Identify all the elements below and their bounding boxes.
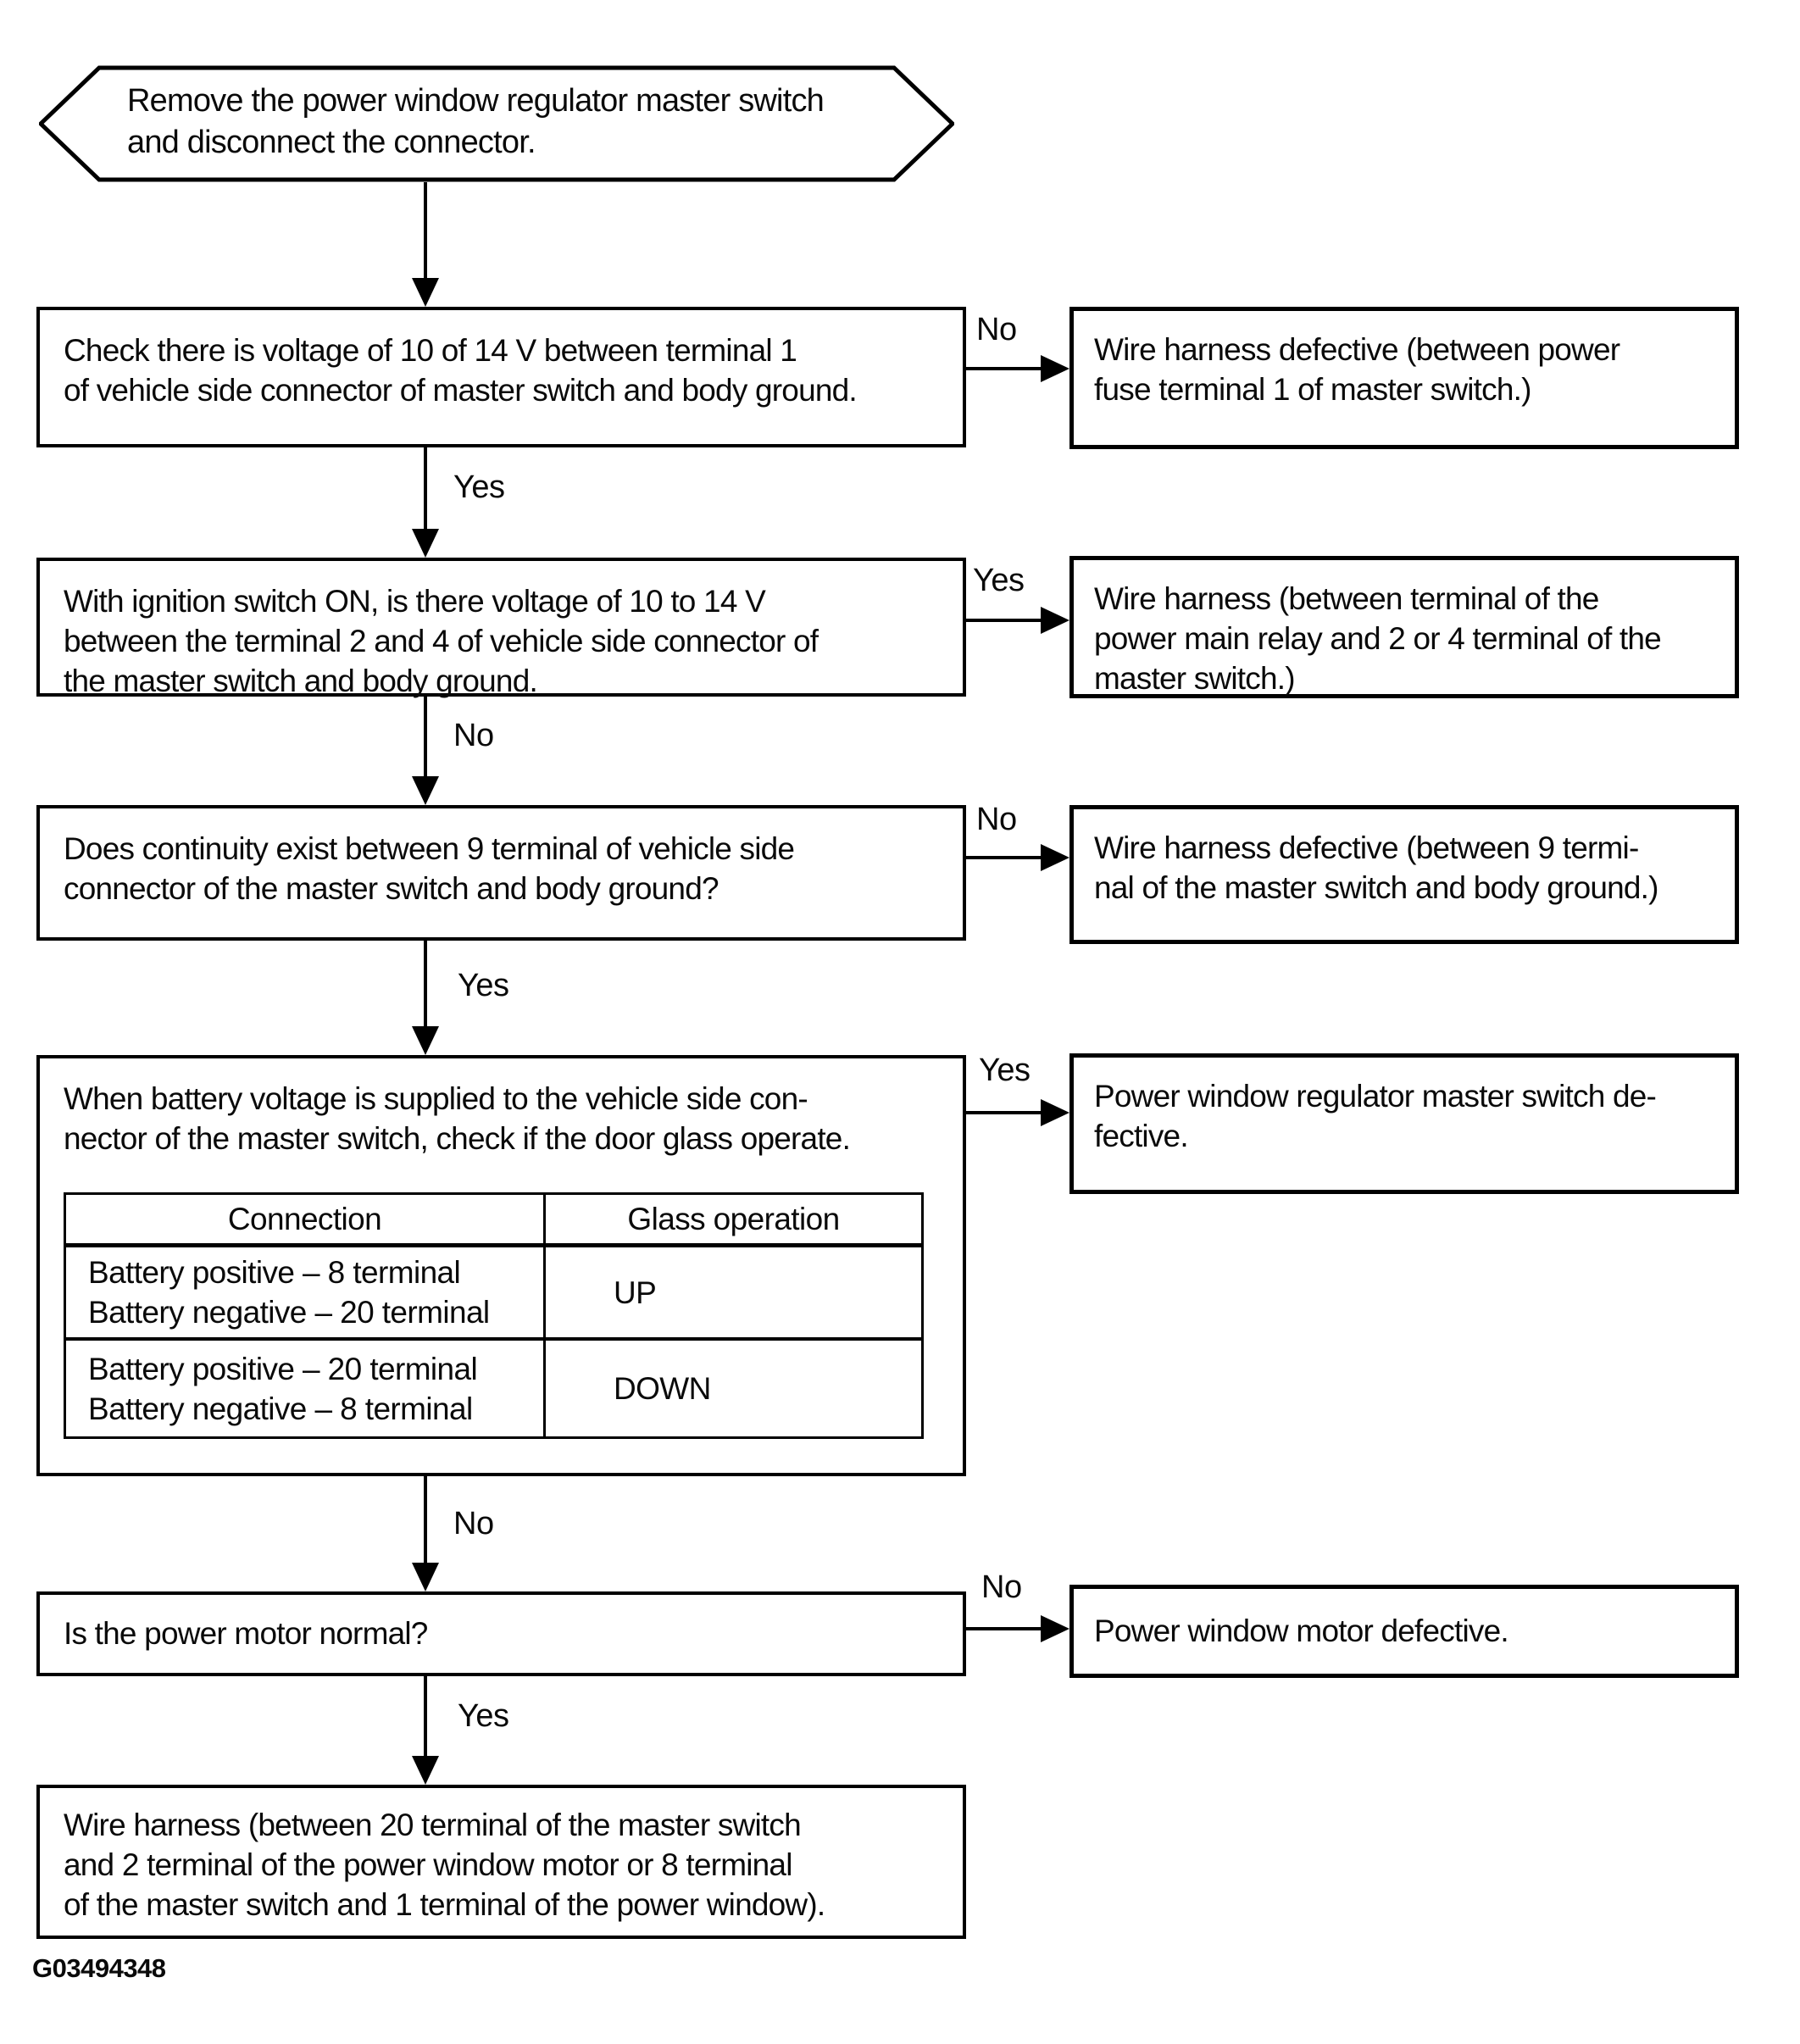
edge-label-yes: Yes	[973, 563, 1025, 598]
wire-harness-relay-text: Wire harness (between terminal of the po…	[1094, 581, 1662, 696]
master-switch-defective-box: Power window regulator master switch de-…	[1069, 1053, 1739, 1194]
glass-operation-table: Connection Glass operation Battery posit…	[64, 1192, 924, 1439]
connector-line	[966, 856, 1042, 859]
arrow-down	[412, 1563, 439, 1591]
table-row-connection-up: Battery positive – 8 terminal Battery ne…	[66, 1247, 546, 1341]
master-switch-defective-text: Power window regulator master switch de-…	[1094, 1079, 1657, 1153]
wire-harness-motor-text: Wire harness (between 20 terminal of the…	[64, 1808, 825, 1922]
arrow-right	[1041, 1615, 1069, 1642]
arrow-down	[412, 529, 439, 558]
connector-line	[424, 182, 427, 280]
edge-label-no: No	[453, 718, 494, 753]
edge-label-yes: Yes	[979, 1053, 1031, 1088]
check-voltage-terminal1-box: Check there is voltage of 10 of 14 V bet…	[36, 307, 966, 447]
connector-line	[424, 941, 427, 1028]
edge-label-no: No	[976, 802, 1017, 837]
check-continuity-text: Does continuity exist between 9 terminal…	[64, 831, 795, 906]
arrow-right	[1041, 355, 1069, 382]
figure-code: G03494348	[32, 1953, 166, 1983]
table-row-operation-down: DOWN	[614, 1371, 711, 1406]
check-ignition-voltage-box: With ignition switch ON, is there voltag…	[36, 558, 966, 698]
check-voltage-terminal1-text: Check there is voltage of 10 of 14 V bet…	[64, 333, 858, 408]
power-window-motor-defective-box: Power window motor defective.	[1069, 1585, 1739, 1678]
connector-line	[966, 1627, 1042, 1630]
table-row-operation-up: UP	[546, 1247, 921, 1341]
start-node-text: Remove the power window regulator master…	[127, 83, 825, 160]
edge-label-no: No	[976, 312, 1017, 347]
arrow-right	[1041, 607, 1069, 634]
wire-harness-ground-defective-text: Wire harness defective (between 9 termi-…	[1094, 830, 1658, 905]
table-header-connection: Connection	[66, 1195, 546, 1247]
check-power-motor-box: Is the power motor normal?	[36, 1591, 966, 1676]
check-power-motor-text: Is the power motor normal?	[64, 1616, 428, 1651]
arrow-down	[412, 278, 439, 307]
connector-line	[966, 1111, 1042, 1114]
connector-line	[424, 697, 427, 780]
arrow-right	[1041, 1099, 1069, 1126]
edge-label-no: No	[453, 1506, 494, 1541]
connector-line	[966, 619, 1042, 622]
connector-line	[966, 367, 1042, 370]
check-ignition-voltage-text: With ignition switch ON, is there voltag…	[64, 584, 819, 698]
edge-label-yes: Yes	[458, 968, 509, 1003]
edge-label-yes: Yes	[458, 1698, 509, 1734]
check-battery-glass-text: When battery voltage is supplied to the …	[64, 1081, 851, 1156]
wire-harness-relay-box: Wire harness (between terminal of the po…	[1069, 556, 1739, 698]
wire-harness-fuse-defective-text: Wire harness defective (between power fu…	[1094, 332, 1620, 407]
power-window-motor-defective-text: Power window motor defective.	[1094, 1614, 1509, 1648]
start-terminator-shape	[39, 65, 954, 182]
arrow-down	[412, 1756, 439, 1785]
edge-label-no: No	[981, 1569, 1022, 1605]
connector-line	[424, 447, 427, 532]
wire-harness-ground-defective-box: Wire harness defective (between 9 termi-…	[1069, 805, 1739, 944]
start-node: Remove the power window regulator master…	[39, 65, 954, 182]
wire-harness-motor-box: Wire harness (between 20 terminal of the…	[36, 1785, 966, 1939]
wire-harness-fuse-defective-box: Wire harness defective (between power fu…	[1069, 307, 1739, 449]
check-continuity-box: Does continuity exist between 9 terminal…	[36, 805, 966, 941]
arrow-down	[412, 776, 439, 805]
arrow-right	[1041, 844, 1069, 871]
table-header-glass-operation: Glass operation	[546, 1195, 921, 1247]
connector-line	[424, 1476, 427, 1566]
table-row-connection-down: Battery positive – 20 terminal Battery n…	[66, 1341, 546, 1436]
edge-label-yes: Yes	[453, 469, 505, 505]
arrow-down	[412, 1026, 439, 1055]
connector-line	[424, 1676, 427, 1759]
